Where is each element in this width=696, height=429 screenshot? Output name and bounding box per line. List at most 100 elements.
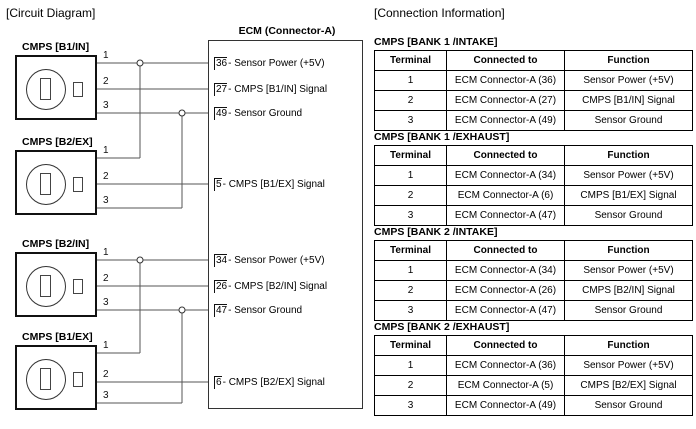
cell-function: Sensor Ground	[564, 395, 693, 416]
connector-pin-a-icon	[40, 275, 51, 297]
pin-number-3: 3	[103, 297, 109, 308]
connector-body-b2-in[interactable]	[15, 252, 97, 317]
ecm-pin-number: 6	[214, 376, 222, 389]
ecm-pin-desc: Sensor Ground	[234, 108, 303, 119]
cell-terminal: 3	[374, 110, 447, 131]
cell-terminal: 3	[374, 395, 447, 416]
col-function: Function	[564, 50, 693, 71]
connector-body-b1-in[interactable]	[15, 55, 97, 120]
ecm-pin-desc: Sensor Ground	[234, 305, 303, 316]
ecm-connector-a-box[interactable]	[208, 40, 363, 409]
table-title-bank2-exhaust: CMPS [BANK 2 /EXHAUST]	[374, 321, 510, 333]
cell-terminal: 3	[374, 205, 447, 226]
pin-number-2: 2	[103, 369, 109, 380]
ecm-pin-49: 49- Sensor Ground	[214, 107, 302, 120]
table-row: 1 ECM Connector-A (36) Sensor Power (+5V…	[374, 355, 693, 376]
cell-function: Sensor Power (+5V)	[564, 70, 693, 91]
connector-pin-b-icon	[73, 279, 83, 294]
circuit-diagram: CMPS [B1/IN] 1 2 3 CMPS [B2/EX] 1 2 3 CM…	[15, 25, 363, 410]
pin-number-1: 1	[103, 145, 109, 156]
ecm-pin-desc: Sensor Power (+5V)	[234, 255, 325, 266]
cell-connected-to: ECM Connector-A (49)	[446, 395, 565, 416]
ecm-title: ECM (Connector-A)	[238, 25, 336, 37]
connection-information-title: [Connection Information]	[374, 6, 505, 20]
ecm-pin-sep: -	[228, 305, 232, 316]
col-function: Function	[564, 335, 693, 356]
cell-terminal: 1	[374, 70, 447, 91]
connector-oval-icon	[26, 69, 66, 110]
pin-number-1: 1	[103, 247, 109, 258]
table-header-row: Terminal Connected to Function	[374, 240, 693, 261]
pin-number-3: 3	[103, 100, 109, 111]
pin-number-3: 3	[103, 195, 109, 206]
pin-number-2: 2	[103, 76, 109, 87]
table-header-row: Terminal Connected to Function	[374, 335, 693, 356]
table-row: 3 ECM Connector-A (49) Sensor Ground	[374, 395, 693, 416]
ecm-pin-sep: -	[222, 179, 226, 190]
ecm-pin-desc: CMPS [B1/IN] Signal	[234, 84, 328, 95]
table-row: 3 ECM Connector-A (47) Sensor Ground	[374, 205, 693, 226]
cell-function: Sensor Ground	[564, 300, 693, 321]
ecm-pin-26: 26- CMPS [B2/IN] Signal	[214, 280, 327, 293]
table-bank2-intake: Terminal Connected to Function 1 ECM Con…	[374, 240, 693, 321]
connector-body-b2-ex[interactable]	[15, 150, 97, 215]
table-row: 3 ECM Connector-A (47) Sensor Ground	[374, 300, 693, 321]
cell-function: Sensor Power (+5V)	[564, 165, 693, 186]
ecm-pin-sep: -	[228, 58, 232, 69]
cell-connected-to: ECM Connector-A (34)	[446, 260, 565, 281]
table-row: 2 ECM Connector-A (6) CMPS [B1/EX] Signa…	[374, 185, 693, 206]
connector-body-b1-ex[interactable]	[15, 345, 97, 410]
pin-number-1: 1	[103, 340, 109, 351]
connector-pin-b-icon	[73, 82, 83, 97]
table-bank1-intake: Terminal Connected to Function 1 ECM Con…	[374, 50, 693, 131]
ecm-pin-desc: CMPS [B2/IN] Signal	[234, 281, 328, 292]
ecm-pin-sep: -	[228, 255, 232, 266]
cell-terminal: 2	[374, 185, 447, 206]
col-terminal: Terminal	[374, 145, 447, 166]
ecm-pin-number: 26	[214, 280, 228, 293]
cell-function: CMPS [B1/IN] Signal	[564, 90, 693, 111]
cell-function: Sensor Ground	[564, 205, 693, 226]
cell-connected-to: ECM Connector-A (34)	[446, 165, 565, 186]
cell-function: Sensor Power (+5V)	[564, 355, 693, 376]
cell-function: Sensor Ground	[564, 110, 693, 131]
ecm-pin-34: 34- Sensor Power (+5V)	[214, 254, 325, 267]
col-terminal: Terminal	[374, 240, 447, 261]
ecm-pin-27: 27- CMPS [B1/IN] Signal	[214, 83, 327, 96]
connection-information-tables: CMPS [BANK 1 /INTAKE] Terminal Connected…	[372, 0, 696, 429]
connector-label-b1-ex: CMPS [B1/EX]	[22, 331, 93, 343]
col-function: Function	[564, 145, 693, 166]
table-row: 2 ECM Connector-A (26) CMPS [B2/IN] Sign…	[374, 280, 693, 301]
junction-node	[136, 59, 144, 67]
ecm-pin-number: 47	[214, 304, 228, 317]
junction-node	[178, 109, 186, 117]
connector-label-b2-in: CMPS [B2/IN]	[22, 238, 90, 250]
cell-connected-to: ECM Connector-A (49)	[446, 110, 565, 131]
cell-connected-to: ECM Connector-A (26)	[446, 280, 565, 301]
junction-node	[178, 306, 186, 314]
ecm-pin-number: 49	[214, 107, 228, 120]
ecm-pin-desc: Sensor Power (+5V)	[234, 58, 325, 69]
table-row: 1 ECM Connector-A (34) Sensor Power (+5V…	[374, 260, 693, 281]
pin-number-3: 3	[103, 390, 109, 401]
cell-connected-to: ECM Connector-A (27)	[446, 90, 565, 111]
ecm-pin-sep: -	[222, 377, 226, 388]
cell-function: CMPS [B2/IN] Signal	[564, 280, 693, 301]
cell-terminal: 1	[374, 165, 447, 186]
cell-terminal: 1	[374, 260, 447, 281]
col-terminal: Terminal	[374, 50, 447, 71]
table-row: 1 ECM Connector-A (34) Sensor Power (+5V…	[374, 165, 693, 186]
col-connected-to: Connected to	[446, 240, 565, 261]
connector-pin-a-icon	[40, 368, 51, 390]
col-connected-to: Connected to	[446, 50, 565, 71]
cell-connected-to: ECM Connector-A (47)	[446, 300, 565, 321]
cell-function: CMPS [B1/EX] Signal	[564, 185, 693, 206]
ecm-pin-36: 36- Sensor Power (+5V)	[214, 57, 325, 70]
connector-pin-b-icon	[73, 177, 83, 192]
cell-function: Sensor Power (+5V)	[564, 260, 693, 281]
ecm-pin-number: 36	[214, 57, 228, 70]
cell-terminal: 2	[374, 90, 447, 111]
connector-pin-a-icon	[40, 173, 51, 195]
cell-connected-to: ECM Connector-A (5)	[446, 375, 565, 396]
